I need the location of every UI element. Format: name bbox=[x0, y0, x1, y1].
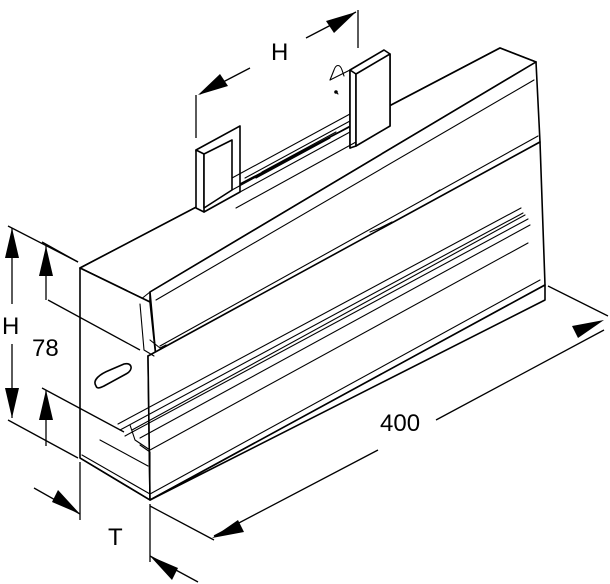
label-top-width: H bbox=[271, 39, 288, 66]
t-junction-box bbox=[195, 49, 391, 213]
label-inner-height: 78 bbox=[32, 335, 59, 362]
dimension-length bbox=[149, 285, 609, 541]
dimension-inner-height bbox=[39, 241, 141, 446]
label-left-height: H bbox=[2, 313, 19, 340]
dimension-top-width bbox=[195, 10, 359, 138]
label-length: 400 bbox=[380, 410, 420, 437]
label-depth: T bbox=[108, 524, 123, 551]
cable-duct-body bbox=[79, 47, 546, 501]
dimension-depth bbox=[33, 462, 199, 583]
